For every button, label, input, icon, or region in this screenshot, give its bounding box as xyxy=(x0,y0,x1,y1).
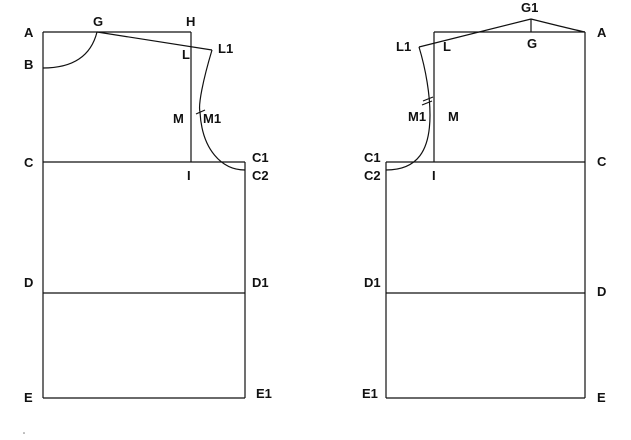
right-shoulder-line xyxy=(418,18,532,48)
label-M1: M1 xyxy=(203,111,221,126)
label-C2: C2 xyxy=(252,168,269,183)
label-C1-right: C1 xyxy=(364,150,381,165)
label-G: G xyxy=(93,14,103,29)
right-armhole-curve xyxy=(385,46,431,171)
label-I: I xyxy=(187,168,191,183)
label-H: H xyxy=(186,14,195,29)
right-notch-2 xyxy=(422,96,434,102)
label-D-right: D xyxy=(597,284,606,299)
left-neckline-curve xyxy=(42,31,98,69)
label-D1-right: D1 xyxy=(364,275,381,290)
label-I-right: I xyxy=(432,168,436,183)
left-shoulder-line xyxy=(96,31,213,51)
label-L-right: L xyxy=(443,39,451,54)
label-G1: G1 xyxy=(521,0,538,15)
left-pattern-piece: A G H B L L1 M M1 C C1 C2 I D D1 E E1 xyxy=(24,14,272,405)
label-L1: L1 xyxy=(218,41,233,56)
left-armhole-curve xyxy=(198,49,246,171)
label-L1-right: L1 xyxy=(396,39,411,54)
label-M1-right: M1 xyxy=(408,109,426,124)
label-B: B xyxy=(24,57,33,72)
label-C: C xyxy=(24,155,34,170)
right-pattern-piece: G1 A G L1 L M1 M C1 C C2 I D1 D E1 E xyxy=(362,0,607,405)
label-D1: D1 xyxy=(252,275,269,290)
label-L: L xyxy=(182,47,190,62)
label-E: E xyxy=(24,390,33,405)
right-neckline-curve xyxy=(530,18,586,33)
stray-dot xyxy=(23,432,25,434)
label-C2-right: C2 xyxy=(364,168,381,183)
label-E1: E1 xyxy=(256,386,272,401)
label-M-right: M xyxy=(448,109,459,124)
left-m1-notch xyxy=(195,109,206,115)
label-C-right: C xyxy=(597,154,607,169)
label-A: A xyxy=(24,25,34,40)
label-A-right: A xyxy=(597,25,607,40)
label-G-right: G xyxy=(527,36,537,51)
label-E1-right: E1 xyxy=(362,386,378,401)
label-E-right: E xyxy=(597,390,606,405)
label-D: D xyxy=(24,275,33,290)
right-notch-1 xyxy=(421,100,433,106)
label-C1: C1 xyxy=(252,150,269,165)
label-M: M xyxy=(173,111,184,126)
